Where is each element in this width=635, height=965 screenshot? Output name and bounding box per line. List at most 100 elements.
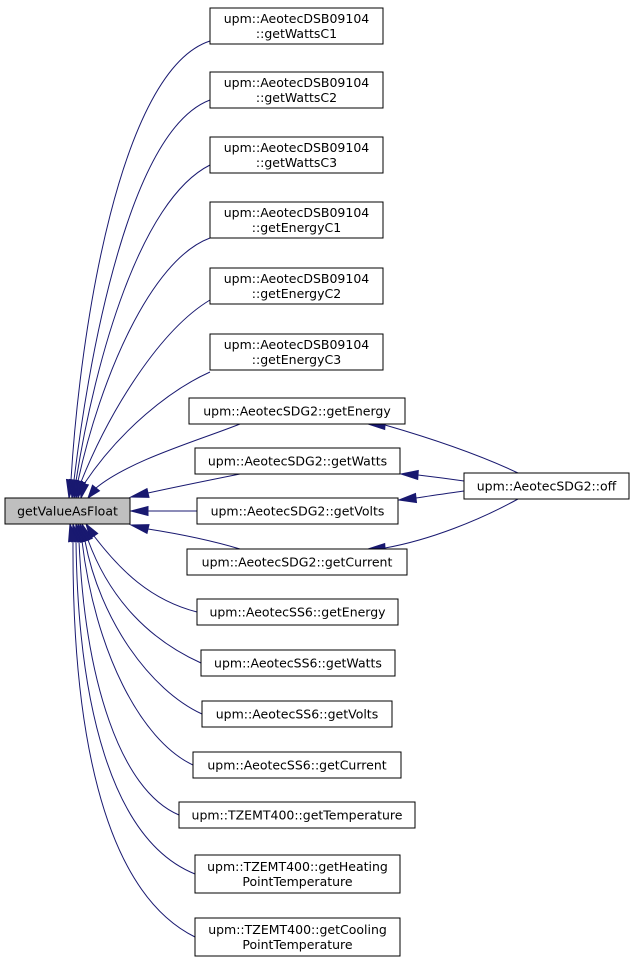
edge-line [70,40,211,481]
node-sdg2-off[interactable]: upm::AeotecSDG2::off [463,472,630,500]
edge-arrowhead [68,522,79,543]
node-box [178,801,416,829]
node-layer: getValueAsFloat upm::AeotecDSB09104::getW… [4,7,630,957]
edge-line [95,423,241,489]
node-label-line: upm::AeotecSS6::getWatts [214,656,382,671]
edge-sdg2_off-to-sdg2_volts [397,490,465,504]
node-dsb-energyc1[interactable]: upm::AeotecDSB09104::getEnergyC1 [209,201,384,239]
edge-line [384,424,519,474]
node-box [192,751,402,779]
edge-dsb_wattsc3-to-root [70,164,211,500]
edge-arrowhead [129,487,150,498]
edge-arrowhead [129,505,149,517]
node-label-line: PointTemperature [242,937,353,952]
edge-line [417,474,465,482]
node-box [200,649,396,677]
node-box [196,598,399,626]
node-label-line: ::getWattsC3 [256,155,337,170]
node-box [209,333,384,371]
node-tzemt-temp[interactable]: upm::TZEMT400::getTemperature [178,801,416,829]
edge-arrowhead [397,492,418,504]
edge-line [80,299,211,483]
node-tzemt-cooling[interactable]: upm::TZEMT400::getCoolingPointTemperatur… [194,917,401,957]
node-label-line: upm::TZEMT400::getHeating [207,859,388,874]
edge-dsb_energyc3-to-root [79,371,211,500]
node-dsb-energyc2[interactable]: upm::AeotecDSB09104::getEnergyC2 [209,267,384,305]
node-label-line: ::getEnergyC3 [252,352,341,367]
node-box [4,497,131,525]
node-box [209,267,384,305]
node-box [196,497,399,525]
node-ss6-energy[interactable]: upm::AeotecSS6::getEnergy [196,598,399,626]
node-label-line: upm::AeotecDSB09104 [224,337,370,352]
edge-line [72,540,196,938]
node-ss6-watts[interactable]: upm::AeotecSS6::getWatts [200,649,396,677]
node-dsb-wattsc1[interactable]: upm::AeotecDSB09104::getWattsC1 [209,7,384,45]
node-sdg2-volts[interactable]: upm::AeotecSDG2::getVolts [196,497,399,525]
node-label-line: upm::AeotecDSB09104 [224,140,370,155]
edge-sdg2_energy-to-root [87,423,241,500]
node-label-line: ::getWattsC1 [256,26,337,41]
node-ss6-volts[interactable]: upm::AeotecSS6::getVolts [201,700,393,728]
node-dsb-wattsc2[interactable]: upm::AeotecDSB09104::getWattsC2 [209,71,384,109]
edge-tzemt_temp-to-root [74,522,180,816]
node-label-line: upm::AeotecSDG2::getVolts [211,504,385,519]
node-ss6-current[interactable]: upm::AeotecSS6::getCurrent [192,751,402,779]
edge-line [147,473,241,494]
node-label-line: upm::AeotecDSB09104 [224,271,370,286]
edge-layer [65,40,519,938]
edge-line [87,539,202,664]
node-label-line: upm::AeotecDSB09104 [224,11,370,26]
node-label-line: upm::AeotecSDG2::off [477,479,617,494]
edge-tzemt_cooling-to-root [68,522,196,938]
edge-sdg2_watts-to-root [129,473,241,498]
node-label-line: upm::AeotecSS6::getEnergy [209,605,386,620]
edge-dsb_wattsc1-to-root [65,40,211,499]
node-label-line: upm::AeotecSS6::getCurrent [207,758,386,773]
node-label-line: upm::AeotecSDG2::getWatts [208,454,387,469]
edge-line [147,528,241,550]
node-label-line: getValueAsFloat [17,504,118,519]
node-dsb-energyc3[interactable]: upm::AeotecDSB09104::getEnergyC3 [209,333,384,371]
node-label-line: ::getWattsC2 [256,90,337,105]
edge-line [75,164,211,482]
edge-arrowhead [129,524,150,535]
edge-line [81,540,194,766]
node-box [194,854,401,894]
node-box [188,397,406,425]
edge-dsb_wattsc2-to-root [68,99,211,499]
node-label-line: ::getEnergyC1 [252,220,341,235]
node-dsb-wattsc3[interactable]: upm::AeotecDSB09104::getWattsC3 [209,136,384,174]
node-label-line: upm::TZEMT400::getCooling [208,922,387,937]
node-sdg2-energy[interactable]: upm::AeotecSDG2::getEnergy [188,397,406,425]
edge-line [84,540,203,715]
node-label-line: upm::AeotecSDG2::getEnergy [203,404,391,419]
edge-ss6_energy-to-root [85,522,198,613]
node-box [209,201,384,239]
node-label-line: upm::AeotecSS6::getVolts [216,707,378,722]
node-root[interactable]: getValueAsFloat [4,497,131,525]
edge-sdg2_volts-to-root [129,505,197,517]
edge-line [77,237,211,482]
edge-line [93,535,198,613]
node-tzemt-heating[interactable]: upm::TZEMT400::getHeatingPointTemperatur… [194,854,401,894]
node-label-line: PointTemperature [242,874,353,889]
node-sdg2-current[interactable]: upm::AeotecSDG2::getCurrent [186,548,408,576]
node-box [186,548,408,576]
edge-arrowhead [85,522,99,540]
edge-line [73,99,211,481]
node-sdg2-watts[interactable]: upm::AeotecSDG2::getWatts [194,447,401,475]
edge-ss6_current-to-root [77,522,194,766]
node-label-line: ::getEnergyC2 [252,286,341,301]
edge-arrowhead [399,469,419,481]
node-box [194,447,401,475]
edge-arrowhead [79,482,90,500]
node-label-line: upm::AeotecDSB09104 [224,75,370,90]
node-box [209,71,384,109]
edge-line [78,540,180,816]
node-box [194,917,401,957]
edge-line [83,371,211,485]
edge-arrowhead [87,484,101,500]
edge-dsb_energyc1-to-root [72,237,211,500]
